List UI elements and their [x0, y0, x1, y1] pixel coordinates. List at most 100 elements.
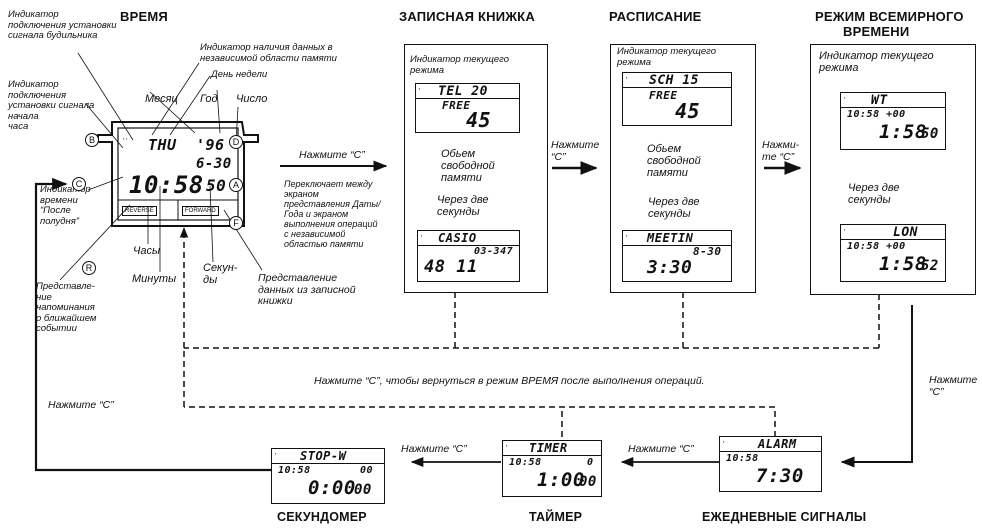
- press-c-nb-sch: Нажмите “C”: [551, 139, 600, 163]
- alarm-symbol-icon: ▪ ♪: [123, 136, 128, 141]
- world-lcd-2-big: 1:58: [879, 253, 927, 275]
- button-a[interactable]: A: [229, 178, 243, 192]
- weekday-label: День недели: [211, 69, 268, 80]
- notebook-free-label: Обьем свободной памяти: [441, 148, 495, 184]
- notebook-lcd-1-big: 45: [466, 108, 492, 132]
- hourly-indicator-label: Индикатор подключения установки сигнала …: [8, 79, 95, 132]
- alarm-lcd-big: 7:30: [756, 465, 804, 487]
- alarm-lcd-title: ALARM: [758, 437, 797, 451]
- button-c[interactable]: C: [72, 177, 86, 191]
- notebook-lcd-2-line2: 03-347: [474, 246, 514, 257]
- mode-icon: ▪: [723, 439, 725, 444]
- world-wait-label: Через две секунды: [848, 182, 900, 206]
- watch-body: [97, 121, 259, 227]
- stopwatch-lcd-big: 0:00: [308, 477, 356, 499]
- return-note: Нажмите “C”, чтобы вернуться в режим ВРЕ…: [314, 375, 705, 387]
- switch-note: Переключает между экраном представления …: [284, 179, 381, 249]
- stopwatch-lcd-line2b: 00: [360, 465, 374, 476]
- alarm-lcd-line2: 10:58: [726, 453, 759, 464]
- world-lcd-2-line2: 10:58 +00: [847, 241, 906, 252]
- world-mode-title-2: ВРЕМЕНИ: [843, 24, 910, 39]
- timer-lcd-small: 00: [579, 474, 597, 490]
- schedule-indicator-label: Индикатор текущего режима: [617, 46, 717, 68]
- notebook-lcd-1: ▪ TEL 20 FREE 45: [415, 83, 520, 133]
- hours-label: Часы: [133, 245, 161, 257]
- minutes-label: Минуты: [132, 273, 177, 285]
- notebook-view-label: Представление данных из записной книжки: [258, 272, 356, 307]
- lcd-top-bar: [623, 231, 731, 246]
- world-lcd-1-small: 50: [921, 126, 939, 142]
- world-lcd-2-title: LON: [893, 225, 918, 240]
- mode-icon: ▪: [275, 451, 277, 456]
- schedule-lcd-1: ▪ SCH 15 FREE 45: [622, 72, 732, 126]
- press-c-timer-stop: Нажмите “C”: [401, 443, 467, 455]
- pm-indicator-label: Индикатор времени “После полудня”: [40, 184, 91, 227]
- schedule-lcd-2-big: 3:30: [647, 257, 693, 278]
- watch-date: 6-30: [196, 156, 232, 172]
- stopwatch-lcd: ▪ STOP-W 10:58 00 0:00 00: [271, 448, 385, 504]
- timer-lcd: ▪ TIMER 10:58 0 1:00 00: [502, 440, 602, 497]
- schedule-mode-title: РАСПИСАНИЕ: [609, 9, 702, 24]
- return-path: [179, 226, 880, 437]
- alarm-mode-title: ЕЖЕДНЕВНЫЕ СИГНАЛЫ: [702, 510, 867, 524]
- press-c-alarm-timer: Нажмите “C”: [628, 443, 694, 455]
- schedule-lcd-2-line2: 8-30: [693, 245, 722, 258]
- schedule-free-label: Обьем свободной памяти: [647, 143, 701, 179]
- lcd-top-bar: [272, 449, 384, 464]
- world-lcd-1: ▪ WT 10:58 +00 1:58 50: [840, 92, 946, 150]
- notebook-indicator-label: Индикатор текущего режима: [410, 54, 510, 76]
- lcd-top-bar: [623, 73, 731, 88]
- mode-icon: ▪: [506, 443, 508, 448]
- alarm-indicator-label: Индикатор подключения установки сигнала …: [8, 9, 117, 41]
- schedule-lcd-1-line2: FREE: [649, 89, 678, 102]
- month-label: Месяц: [145, 93, 178, 105]
- stopwatch-lcd-line2a: 10:58: [278, 465, 311, 476]
- schedule-lcd-2-title: MEETIN: [647, 231, 694, 245]
- button-b[interactable]: B: [85, 133, 99, 147]
- mode-icon: ▪: [419, 86, 421, 91]
- timer-mode-title: ТАЙМЕР: [529, 510, 583, 524]
- world-indicator-label: Индикатор текущего режима: [819, 50, 934, 74]
- lcd-top-bar: [841, 93, 945, 108]
- reminder-label: Представле- ние напоминания о ближайшем …: [36, 281, 97, 334]
- world-lcd-1-line2: 10:58 +00: [847, 109, 906, 120]
- button-r[interactable]: R: [82, 261, 96, 275]
- world-lcd-1-big: 1:58: [879, 121, 927, 143]
- mode-icon: ▪: [844, 227, 846, 232]
- notebook-lcd-1-line2: FREE: [442, 99, 471, 112]
- press-c-world-alarm: Нажмите “C”: [929, 374, 978, 398]
- notebook-lcd-2-title: CASIO: [438, 231, 477, 245]
- schedule-wait-label: Через две секунды: [648, 196, 700, 220]
- world-lcd-2-small: 52: [921, 258, 939, 274]
- timer-lcd-line2b: 0: [587, 457, 594, 468]
- watch-time: 10:58: [129, 171, 204, 199]
- alarm-lcd: ▪ ALARM 10:58 7:30: [719, 436, 822, 492]
- forward-button[interactable]: FORWARD: [182, 206, 219, 216]
- notebook-wait-label: Через две секунды: [437, 194, 489, 218]
- date-label: Число: [236, 93, 268, 105]
- seconds-label: Секун- ды: [203, 262, 238, 286]
- button-d[interactable]: D: [229, 135, 243, 149]
- leader-lines: [59, 52, 263, 281]
- time-mode-title: ВРЕМЯ: [120, 9, 168, 24]
- world-mode-title-1: РЕЖИМ ВСЕМИРНОГО: [815, 9, 964, 24]
- lcd-top-bar: [418, 231, 519, 246]
- notebook-mode-title: ЗАПИСНАЯ КНИЖКА: [399, 9, 535, 24]
- data-indicator-label: Индикатор наличия данных в независимой о…: [200, 42, 337, 64]
- timer-lcd-title: TIMER: [529, 441, 568, 455]
- notebook-lcd-2: ▪ CASIO 03-347 48 11: [417, 230, 520, 282]
- stopwatch-lcd-title: STOP-W: [300, 449, 347, 463]
- schedule-lcd-1-big: 45: [675, 99, 701, 123]
- mode-icon: ▪: [626, 75, 628, 80]
- lcd-top-bar: [841, 225, 945, 240]
- button-f[interactable]: F: [229, 216, 243, 230]
- press-c-stop-time: Нажмите “C”: [48, 399, 114, 411]
- press-c-sch-world: Нажми- те “C”: [762, 139, 800, 163]
- watch-weekday: THU: [148, 136, 177, 154]
- world-lcd-1-title: WT: [871, 93, 888, 108]
- reverse-button[interactable]: REVERSE: [122, 206, 157, 216]
- press-c-main: Нажмите “C”: [299, 149, 365, 161]
- watch-seconds: 50: [206, 176, 227, 195]
- mode-icon: ▪: [844, 95, 846, 100]
